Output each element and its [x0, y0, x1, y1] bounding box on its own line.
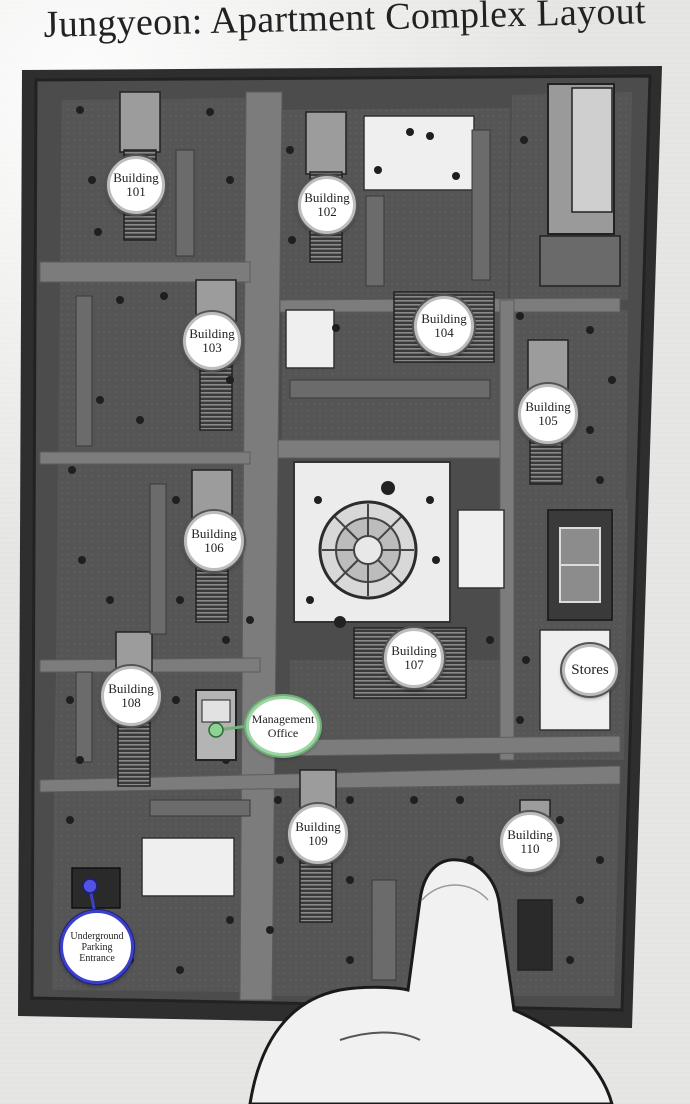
tennis-court — [547, 509, 613, 621]
management-office-building — [195, 689, 237, 761]
building-110-label[interactable]: Building 110 — [500, 812, 560, 872]
building-106-label[interactable]: Building 106 — [184, 511, 244, 571]
building-103-label[interactable]: Building 103 — [183, 312, 241, 370]
courtyards — [141, 115, 611, 897]
management-office-label[interactable]: Management Office — [246, 696, 320, 756]
building-107-label[interactable]: Building 107 — [384, 628, 444, 688]
building-105-label[interactable]: Building 105 — [518, 384, 578, 444]
parking-pin — [82, 878, 98, 915]
parking-rows — [75, 129, 491, 981]
building-104-label[interactable]: Building 104 — [414, 296, 474, 356]
underground-parking-entrance-label[interactable]: Underground Parking Entrance — [60, 910, 134, 984]
building-101-label[interactable]: Building 101 — [107, 156, 165, 214]
hand-illustration — [248, 858, 614, 1104]
central-plaza — [293, 461, 451, 628]
building-109-label[interactable]: Building 109 — [288, 804, 348, 864]
management-pin — [208, 722, 249, 738]
stores-label[interactable]: Stores — [562, 644, 618, 696]
trees — [66, 106, 616, 974]
building-108-label[interactable]: Building 108 — [101, 666, 161, 726]
building-102-label[interactable]: Building 102 — [298, 176, 356, 234]
tower-block — [539, 83, 621, 287]
